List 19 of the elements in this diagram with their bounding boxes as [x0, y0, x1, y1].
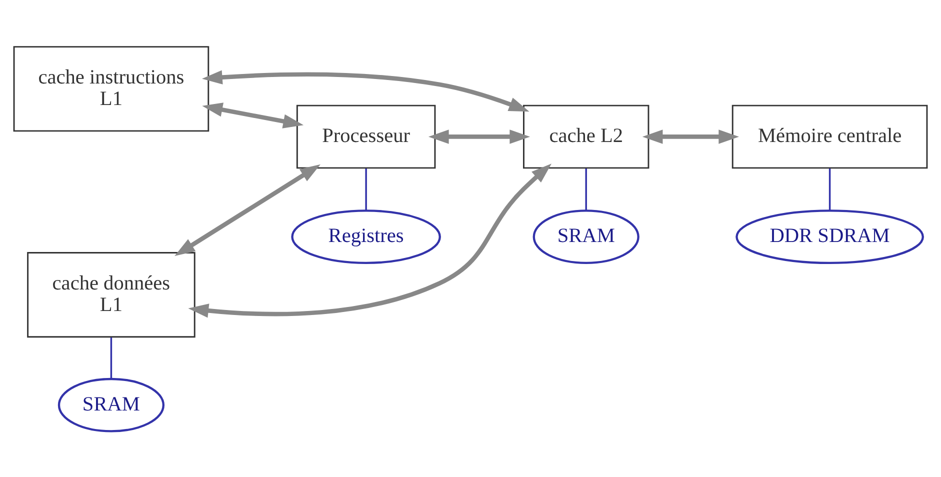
connector — [365, 168, 367, 210]
connector — [828, 168, 831, 210]
node-box: cache instructions L1 — [13, 46, 210, 132]
node-box: cache données L1 — [27, 252, 196, 338]
node-ellipse: DDR SDRAM — [736, 209, 924, 264]
arrow — [428, 129, 530, 144]
arrow — [188, 163, 552, 318]
node-ellipse: Registres — [291, 209, 441, 264]
node-ellipse: SRAM — [532, 209, 640, 264]
node-box: Mémoire centrale — [732, 104, 928, 168]
connector — [110, 337, 112, 378]
node-box: cache L2 — [523, 104, 650, 168]
node-box: Processeur — [296, 104, 436, 168]
arrow — [202, 70, 530, 112]
arrow — [642, 129, 740, 144]
arrow — [202, 102, 304, 128]
connector — [585, 168, 587, 210]
node-ellipse: SRAM — [58, 377, 165, 432]
arrow — [174, 164, 320, 256]
